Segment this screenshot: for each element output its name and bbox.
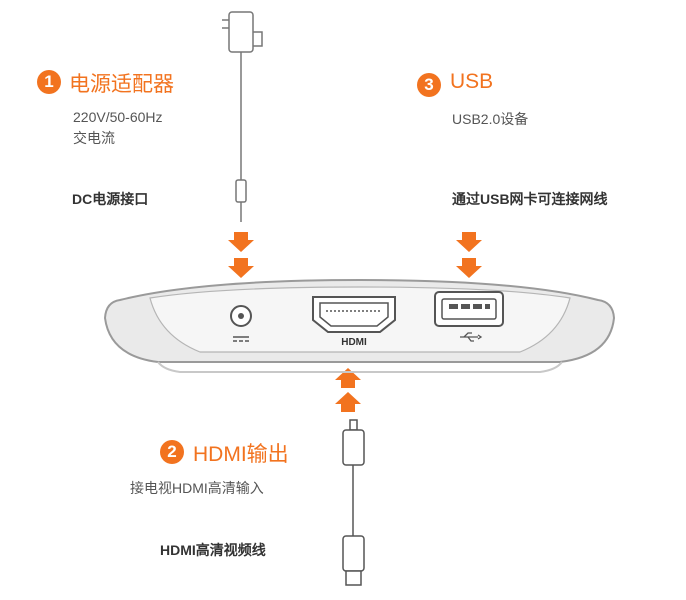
hdmi-port-label: HDMI [341, 337, 367, 348]
power-title: 电源适配器 [69, 73, 174, 96]
badge-hdmi: 2 [160, 440, 184, 464]
power-spec-current: 交电流 [73, 130, 115, 146]
usb-title: USB [450, 70, 494, 93]
dc-symbol-icon [233, 336, 249, 342]
badge-usb: 3 [417, 73, 441, 97]
dc-port [230, 305, 252, 327]
hdmi-spec: 接电视HDMI高清输入 [130, 480, 264, 496]
badge-power: 1 [37, 70, 61, 94]
hdmi-port [312, 296, 396, 333]
usb-port-label: 通过USB网卡可连接网线 [452, 191, 608, 207]
arrows-usb [456, 232, 482, 278]
dc-port-label: DC电源接口 [72, 191, 149, 207]
hdmi-title: HDMI输出 [193, 443, 289, 466]
power-spec-voltage: 220V/50-60Hz [73, 109, 163, 125]
power-adapter-icon [222, 11, 263, 222]
usb-symbol-icon [460, 332, 483, 342]
hdmi-cable-label: HDMI高清视频线 [160, 542, 266, 558]
usb-spec: USB2.0设备 [452, 111, 529, 127]
arrows-dc [228, 232, 254, 278]
usb-port [434, 291, 504, 327]
hdmi-cable-icon [342, 419, 365, 586]
arrows-hdmi [335, 368, 361, 412]
